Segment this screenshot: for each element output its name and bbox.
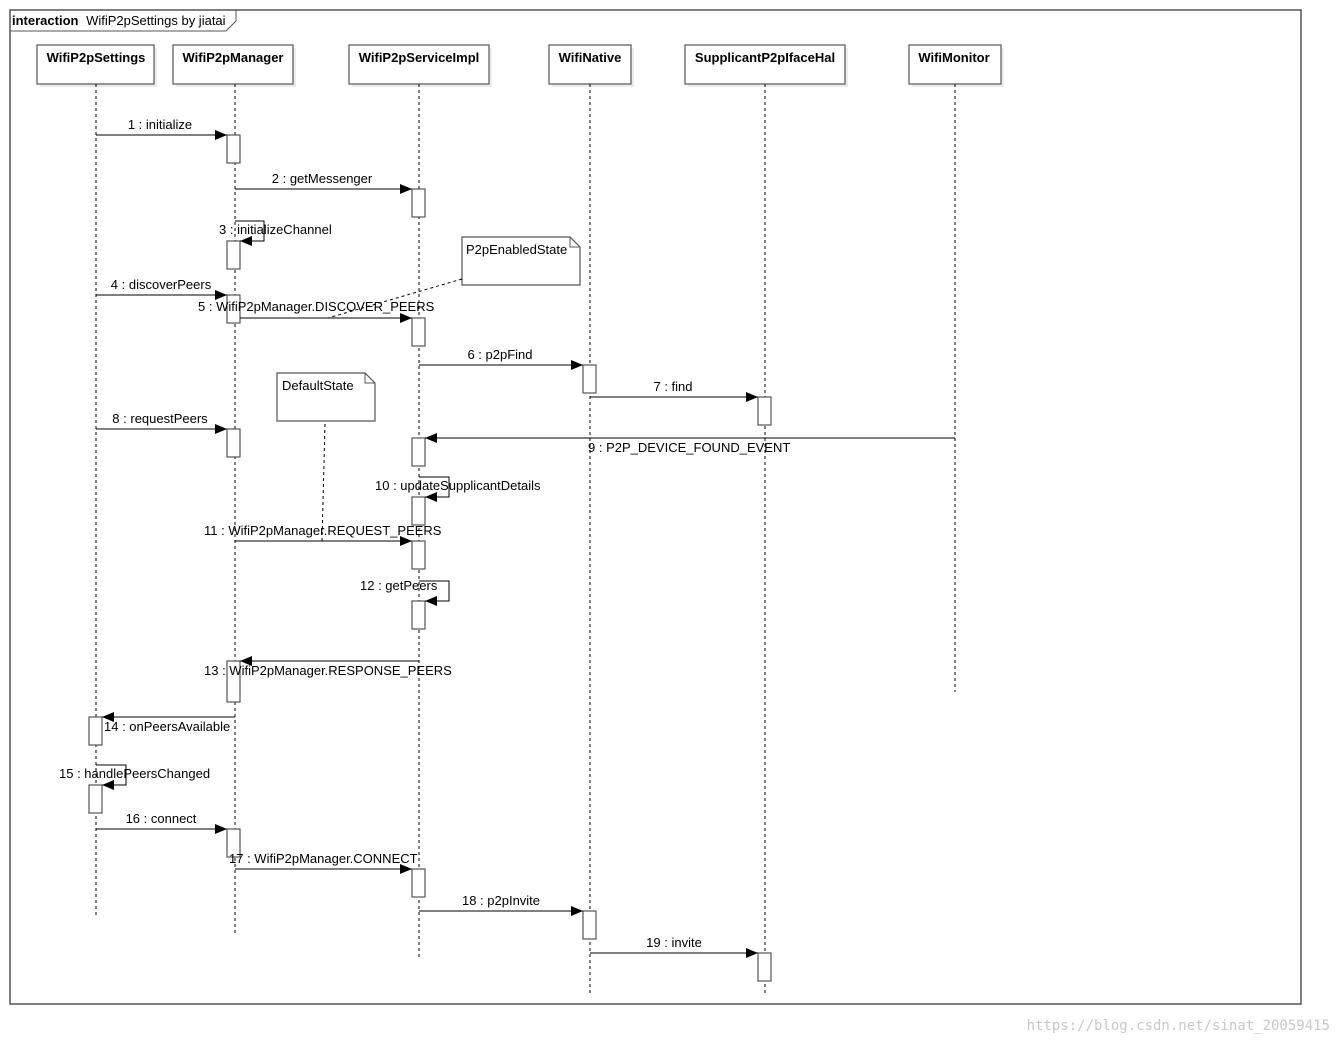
note-default-state: DefaultState (276, 372, 376, 542)
activation-bar (226, 828, 241, 858)
lifeline-manager: WifiP2pManager (172, 44, 296, 933)
lifeline-settings: WifiP2pSettings (36, 44, 157, 915)
messages (96, 130, 955, 958)
message-arrow (235, 220, 265, 246)
activation-bar (411, 317, 426, 347)
lifeline-hal-name: SupplicantP2pIfaceHal (695, 50, 835, 65)
activation-bar (411, 540, 426, 570)
activation-bar (411, 188, 426, 218)
activation-bar (757, 396, 772, 426)
activation-bar (757, 952, 772, 982)
lifeline-service: WifiP2pServiceImpl (348, 44, 492, 957)
message-label: 10 : updateSupplicantDetails (375, 478, 541, 493)
message-label: 8 : requestPeers (112, 411, 208, 426)
activation-bar (411, 496, 426, 526)
activation-bar (226, 294, 241, 324)
activation-bar (411, 600, 426, 630)
lifeline-settings-name: WifiP2pSettings (47, 50, 146, 65)
message-label: 9 : P2P_DEVICE_FOUND_EVENT (588, 440, 790, 455)
lifeline-native-name: WifiNative (559, 50, 622, 65)
lifeline-monitor-name: WifiMonitor (918, 50, 989, 65)
message-label: 18 : p2pInvite (462, 893, 540, 908)
activation-bar (226, 134, 241, 164)
activation-bar (226, 660, 241, 703)
message-label: 13 : WifiP2pManager.RESPONSE_PEERS (204, 663, 452, 678)
frame-keyword: interaction (12, 13, 79, 28)
message-label: 17 : WifiP2pManager.CONNECT (229, 851, 418, 866)
frame-title: WifiP2pSettings by jiatai (86, 13, 226, 28)
activation-bar (411, 868, 426, 898)
activation-bar (226, 240, 241, 270)
lifeline-manager-name: WifiP2pManager (182, 50, 283, 65)
message-label: 14 : onPeersAvailable (104, 719, 230, 734)
message-arrow (419, 476, 450, 502)
lifeline-monitor: WifiMonitor (908, 44, 1004, 692)
activation-bar (88, 784, 103, 814)
message-label: 15 : handlePeersChanged (59, 766, 210, 781)
message-label: 1 : initialize (128, 117, 192, 132)
message-labels: 1 : initialize 2 : getMessenger 3 : init… (59, 117, 790, 950)
activation-bar (411, 437, 426, 467)
note-p2p-enabled-state: P2pEnabledState (327, 236, 581, 319)
message-label: 3 : initializeChannel (219, 222, 332, 237)
message-label: 19 : invite (646, 935, 702, 950)
message-label: 6 : p2pFind (467, 347, 532, 362)
activation-bar (582, 364, 597, 394)
message-label: 7 : find (653, 379, 692, 394)
note-p2p-enabled-text: P2pEnabledState (466, 242, 567, 257)
message-label: 16 : connect (126, 811, 197, 826)
interaction-frame: interaction WifiP2pSettings by jiatai (9, 9, 1302, 1005)
lifeline-native: WifiNative (548, 44, 634, 995)
message-label: 5 : WifiP2pManager.DISCOVER_PEERS (198, 299, 435, 314)
message-label: 4 : discoverPeers (111, 277, 212, 292)
message-label: 11 : WifiP2pManager.REQUEST_PEERS (204, 523, 442, 538)
activation-bar (88, 716, 103, 746)
activation-bar (582, 910, 597, 940)
activation-bar (226, 428, 241, 458)
lifeline-service-name: WifiP2pServiceImpl (359, 50, 480, 65)
note-default-text: DefaultState (282, 378, 354, 393)
message-arrow (419, 580, 450, 606)
message-label: 12 : getPeers (360, 578, 438, 593)
watermark: https://blog.csdn.net/sinat_20059415 (1027, 1018, 1330, 1034)
message-label: 2 : getMessenger (272, 171, 373, 186)
lifeline-hal: SupplicantP2pIfaceHal (684, 44, 848, 995)
svg-text:interaction WifiP2pSetti: interaction WifiP2pSettings by jiatai (12, 13, 226, 28)
activation-bars (88, 134, 772, 982)
message-arrow (96, 764, 127, 790)
